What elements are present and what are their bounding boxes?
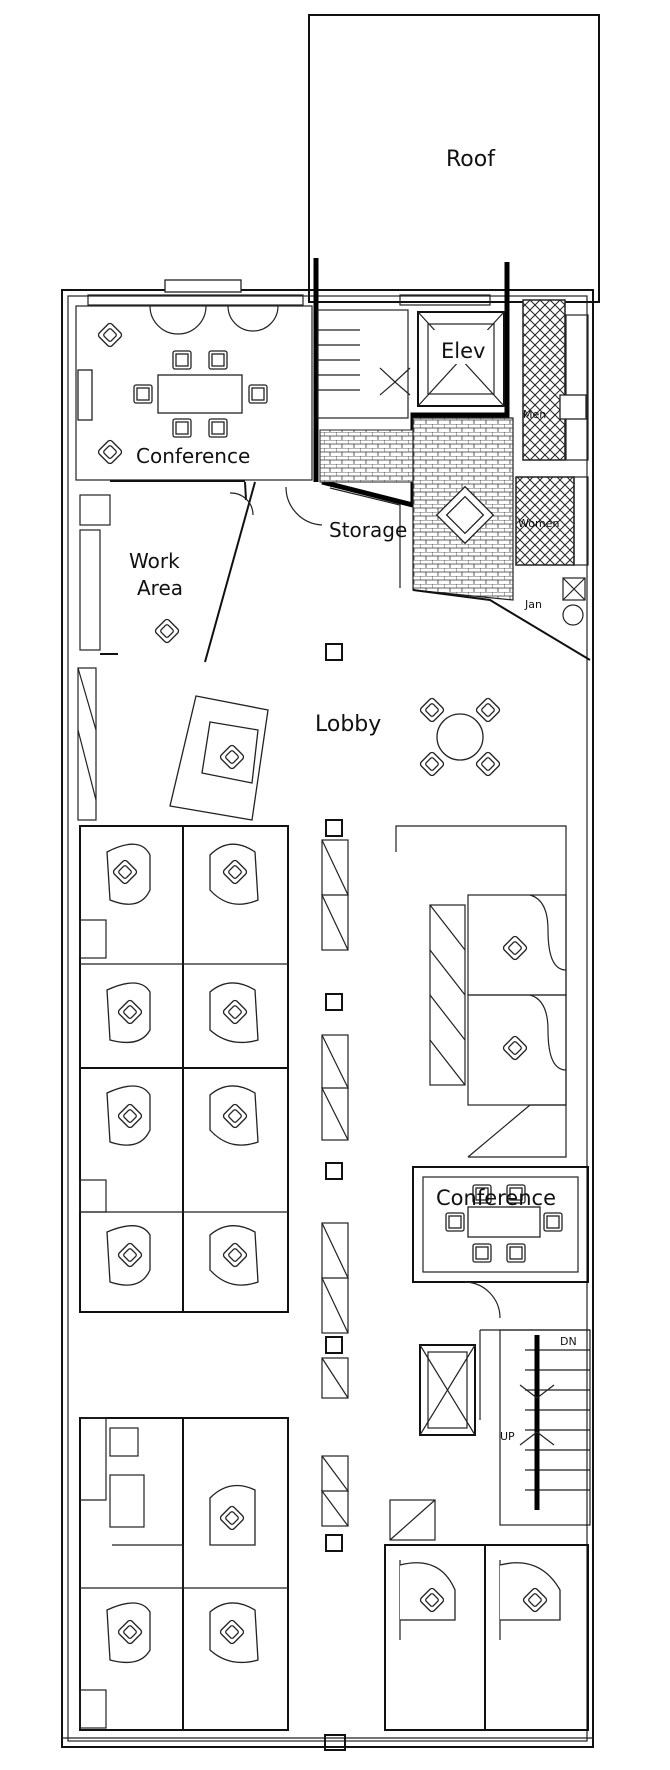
lobby: Lobby	[77, 643, 502, 821]
center-column	[320, 819, 350, 1552]
jan-label: Jan	[524, 598, 542, 611]
conference-room-top: Conference	[75, 305, 313, 482]
conference-top-label: Conference	[136, 444, 250, 468]
lobby-label: Lobby	[315, 712, 381, 737]
top-window-wall	[87, 279, 491, 306]
stair-core-bottom: DN UP	[389, 1329, 591, 1541]
right-conference-table	[467, 1206, 541, 1238]
elev-label: Elev	[441, 339, 485, 363]
up-stair-label: UP	[500, 1430, 515, 1443]
work-area-line2: Area	[137, 576, 183, 600]
right-workstations-mid	[395, 825, 567, 1158]
dn-stair-label: DN	[560, 1335, 577, 1348]
storage-area: Storage Jan	[285, 417, 591, 661]
storage-label: Storage	[329, 518, 407, 542]
elevator	[417, 311, 505, 407]
building-outline	[61, 289, 594, 1748]
conference-table	[157, 374, 243, 414]
men-label: Men	[523, 408, 546, 421]
work-area-line1: Work	[129, 549, 180, 573]
roof-label: Roof	[446, 147, 496, 172]
conference-right-label: Conference	[436, 1186, 556, 1210]
conference-room-right: Conference	[412, 1166, 589, 1319]
left-workstations	[79, 825, 289, 1731]
lobby-round-table	[436, 713, 484, 761]
work-area: Work Area	[79, 481, 256, 663]
roof-area: Roof	[308, 14, 600, 303]
mens-restroom: Men	[522, 299, 589, 461]
stair-core-top: DN UP Elev	[313, 258, 510, 509]
lower-elevator	[419, 1344, 476, 1436]
women-label: Women	[518, 517, 559, 530]
right-workstations-bottom	[384, 1544, 589, 1731]
womens-restroom: Women	[515, 476, 589, 566]
bottom-window-wall	[324, 1734, 346, 1751]
